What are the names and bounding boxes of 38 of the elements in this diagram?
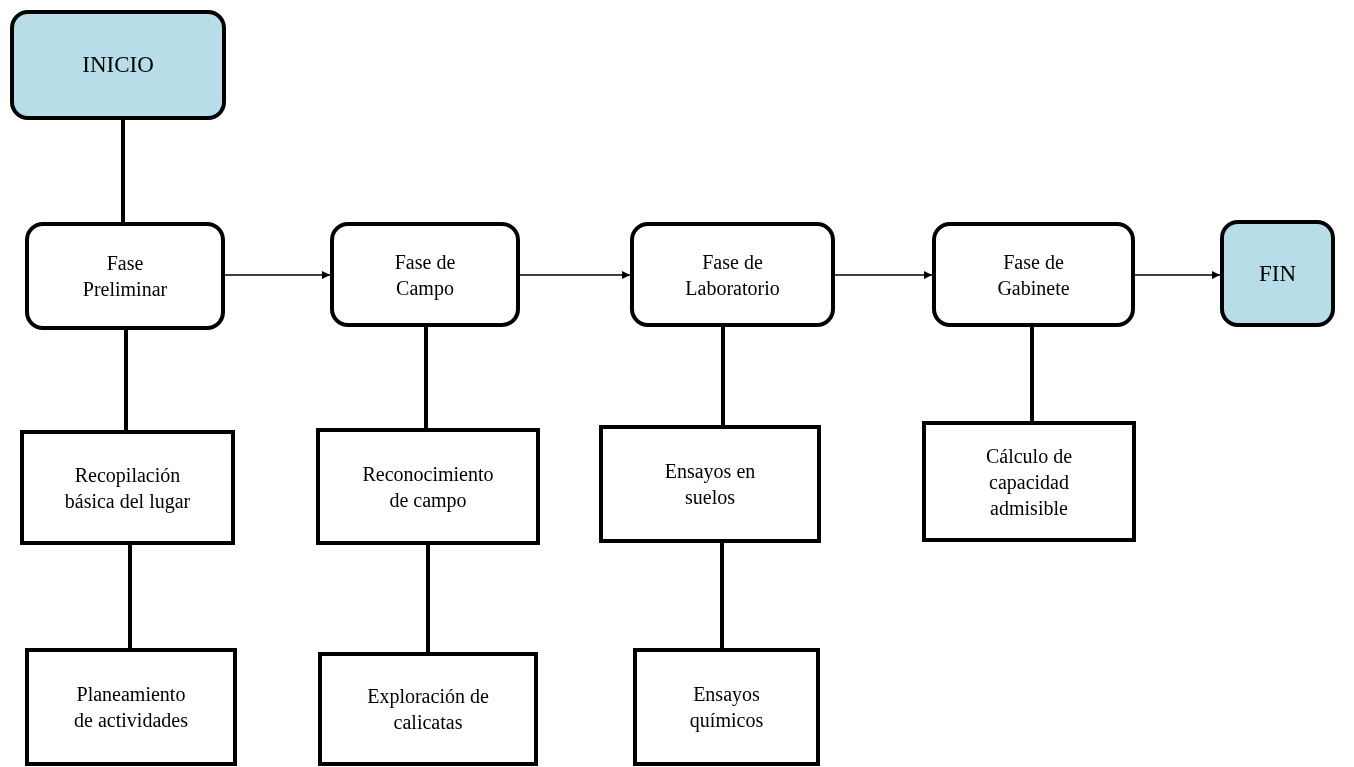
terminal-box <box>1220 220 1335 327</box>
task-box <box>922 421 1136 542</box>
process-box <box>932 222 1135 327</box>
node-label: Exploración de calicatas <box>366 684 490 735</box>
node-label: INICIO <box>82 51 154 80</box>
node-label: Fase de Gabinete <box>996 249 1071 301</box>
node-label: Reconocimiento de campo <box>361 461 495 513</box>
node-label: Ensayos en suelos <box>663 459 757 510</box>
arrow <box>1134 271 1221 279</box>
task-box <box>25 648 237 766</box>
node-label: FIN <box>1258 259 1297 288</box>
node-label: Fase de Campo <box>393 249 457 301</box>
node-label: Fase Preliminar <box>81 251 169 302</box>
connector-line <box>121 120 125 222</box>
task-box <box>599 425 821 543</box>
task-box <box>318 652 538 766</box>
connector-line <box>124 330 128 430</box>
node-label: Recopilación básica del lugar <box>63 462 192 514</box>
connector-line <box>720 543 724 648</box>
connector-line <box>128 545 132 648</box>
node-label: Fase de Laboratorio <box>684 249 781 301</box>
arrow <box>519 271 631 279</box>
arrow <box>224 271 331 279</box>
node-label: Ensayos químicos <box>688 682 765 733</box>
process-box <box>630 222 835 327</box>
terminal-box <box>10 10 226 120</box>
process-box <box>330 222 520 327</box>
node-label: Cálculo de capacidad admisible <box>984 443 1074 521</box>
arrow <box>834 271 933 279</box>
task-box <box>20 430 235 545</box>
connector-line <box>721 327 725 425</box>
connector-line <box>424 327 428 428</box>
process-box <box>25 222 225 330</box>
connector-line <box>1030 327 1034 421</box>
connector-line <box>426 545 430 652</box>
task-box <box>633 648 820 766</box>
node-label: Planeamiento de actividades <box>73 682 189 733</box>
task-box <box>316 428 540 545</box>
